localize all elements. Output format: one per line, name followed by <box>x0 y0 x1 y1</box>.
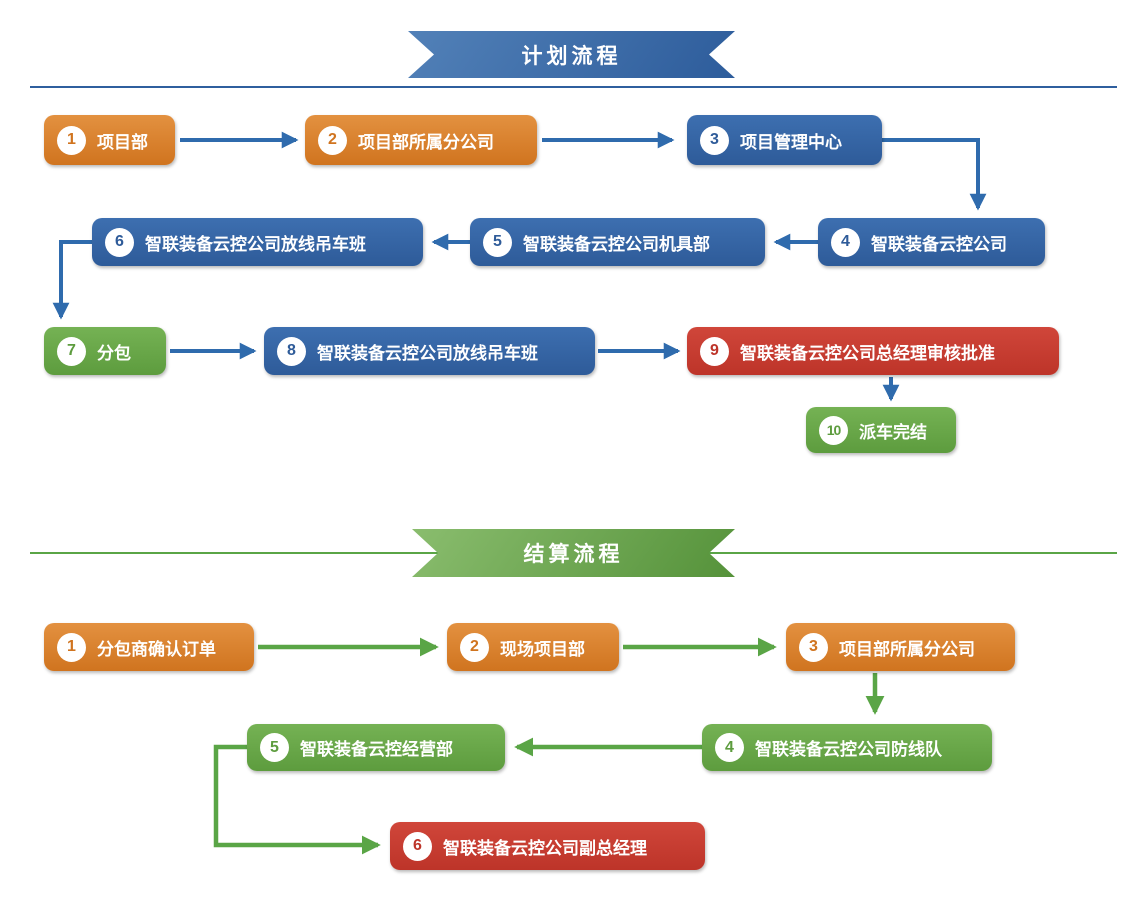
plan-step-5: 5 智联装备云控公司机具部 <box>470 218 765 266</box>
settlement-step-3: 3 项目部所属分公司 <box>786 623 1015 671</box>
settlement-step-2: 2 现场项目部 <box>447 623 619 671</box>
step-label: 现场项目部 <box>500 639 585 659</box>
step-number: 6 <box>115 233 124 250</box>
plan-step-2: 2 项目部所属分公司 <box>305 115 537 165</box>
step-number-badge: 2 <box>460 632 489 662</box>
step-number: 7 <box>67 342 76 359</box>
step-number: 5 <box>270 738 279 756</box>
step-number-badge: 2 <box>318 125 347 155</box>
step-label: 智联装备云控公司 <box>871 234 1007 254</box>
step-number: 9 <box>710 342 719 359</box>
step-number: 1 <box>67 131 76 148</box>
step-label: 智联装备云控经营部 <box>300 740 453 759</box>
settlement-banner-ribbon: 结算流程 <box>412 529 735 577</box>
plan-step-9: 9 智联装备云控公司总经理审核批准 <box>687 327 1059 375</box>
plan-separator-line <box>30 86 1117 88</box>
step-number: 5 <box>493 233 502 250</box>
step-label: 智联装备云控公司放线吊车班 <box>317 343 538 363</box>
settlement-step-6: 6 智联装备云控公司副总经理 <box>390 822 705 870</box>
step-number-badge: 8 <box>277 336 306 366</box>
step-label: 智联装备云控公司总经理审核批准 <box>740 343 995 363</box>
step-number: 2 <box>328 131 337 148</box>
step-number: 1 <box>67 638 76 655</box>
plan-banner-ribbon: 计划流程 <box>408 31 735 78</box>
step-number-badge: 10 <box>819 415 848 445</box>
plan-banner-title: 计划流程 <box>521 44 622 68</box>
settlement-banner-title: 结算流程 <box>523 543 624 566</box>
connector-plan-6-7 <box>52 240 92 320</box>
step-label: 项目部所属分公司 <box>358 132 494 152</box>
step-label: 智联装备云控公司防线队 <box>755 740 942 759</box>
step-number: 4 <box>841 233 850 250</box>
plan-step-8: 8 智联装备云控公司放线吊车班 <box>264 327 595 375</box>
step-label: 项目部 <box>97 132 148 152</box>
plan-step-10: 10 派车完结 <box>806 407 956 453</box>
step-label: 智联装备云控公司副总经理 <box>443 838 647 858</box>
plan-step-1: 1 项目部 <box>44 115 175 165</box>
plan-step-6: 6 智联装备云控公司放线吊车班 <box>92 218 423 266</box>
step-number-badge: 6 <box>105 227 134 257</box>
settlement-step-5: 5 智联装备云控经营部 <box>247 724 505 771</box>
step-number: 2 <box>470 638 479 655</box>
step-label: 派车完结 <box>859 422 927 442</box>
step-number: 8 <box>287 342 296 359</box>
plan-step-4: 4 智联装备云控公司 <box>818 218 1045 266</box>
connector-plan-3-4 <box>882 138 987 211</box>
step-number: 3 <box>809 638 818 655</box>
step-number-badge: 1 <box>57 125 86 155</box>
step-number-badge: 4 <box>715 733 744 762</box>
step-number-badge: 3 <box>700 125 729 155</box>
step-number: 3 <box>710 131 719 148</box>
settlement-step-1: 1 分包商确认订单 <box>44 623 254 671</box>
plan-step-7: 7 分包 <box>44 327 166 375</box>
step-number-badge: 6 <box>403 831 432 861</box>
step-label: 智联装备云控公司放线吊车班 <box>145 234 366 254</box>
step-label: 项目管理中心 <box>740 132 842 152</box>
step-number: 10 <box>826 422 842 438</box>
step-label: 分包 <box>97 343 131 363</box>
step-label: 项目部所属分公司 <box>839 639 975 659</box>
step-number-badge: 3 <box>799 632 828 662</box>
step-label: 智联装备云控公司机具部 <box>523 234 710 254</box>
step-number-badge: 1 <box>57 632 86 662</box>
step-number-badge: 7 <box>57 336 86 366</box>
step-number-badge: 5 <box>260 733 289 762</box>
step-number: 6 <box>413 837 422 854</box>
settlement-step-4: 4 智联装备云控公司防线队 <box>702 724 992 771</box>
step-number-badge: 5 <box>483 227 512 257</box>
step-number-badge: 4 <box>831 227 860 257</box>
step-number-badge: 9 <box>700 336 729 366</box>
step-number: 4 <box>725 738 734 756</box>
plan-step-3: 3 项目管理中心 <box>687 115 882 165</box>
step-label: 分包商确认订单 <box>97 639 216 659</box>
